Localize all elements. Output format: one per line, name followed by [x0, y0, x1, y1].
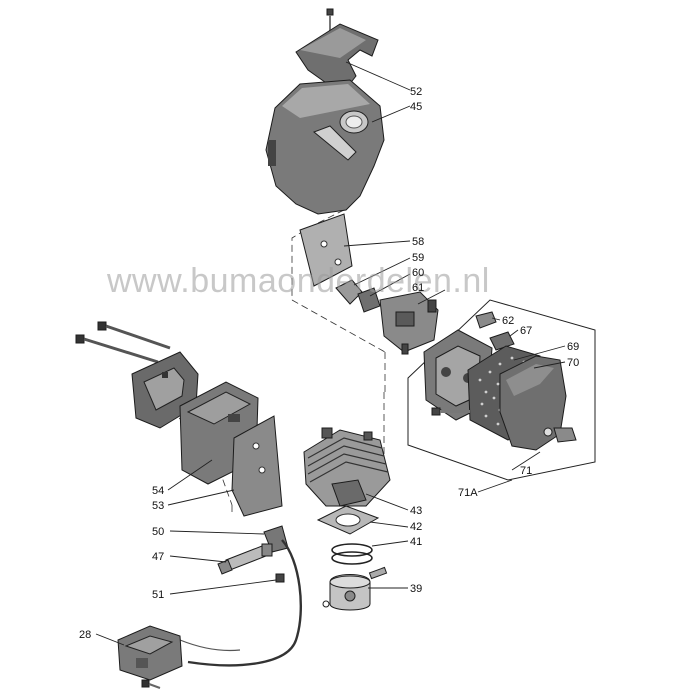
gasket-bore [335, 513, 361, 527]
muffler-bolts [75, 321, 171, 364]
piston-39 [322, 566, 388, 611]
callout-54: 54 [152, 485, 164, 497]
callout-47: 47 [152, 551, 164, 563]
callout-70: 70 [567, 357, 579, 369]
callout-67: 67 [520, 325, 532, 337]
callout-50: 50 [152, 526, 164, 538]
callout-53: 53 [152, 500, 164, 512]
cover-opening-inner [345, 115, 363, 129]
choke-shutter-67 [489, 331, 515, 351]
filter-screw [431, 407, 470, 416]
heat-shield-58 [299, 213, 353, 287]
ignition-cable [187, 539, 302, 667]
cylinder-cover-top [282, 84, 370, 118]
callout-28: 28 [79, 629, 91, 641]
carburetor-61 [379, 291, 439, 355]
heat-shield-hole [334, 258, 342, 266]
callout-62: 62 [502, 315, 514, 327]
callout-59: 59 [412, 252, 424, 264]
callout-41: 41 [410, 536, 422, 548]
cylinder-43 [303, 427, 391, 507]
callout-45: 45 [410, 101, 422, 113]
callout-51: 51 [152, 589, 164, 601]
callout-71a: 71A [458, 487, 478, 499]
callout-58: 58 [412, 236, 424, 248]
piston-ring-41 [331, 543, 373, 557]
muffler-plate-53 [231, 415, 283, 517]
cover-knob-71 [553, 427, 577, 443]
callout-60: 60 [412, 267, 424, 279]
cover-slot [313, 125, 357, 161]
heat-shield-hole [320, 240, 328, 248]
callout-61: 61 [412, 282, 424, 294]
spark-plug-47 [217, 543, 273, 575]
ignition-ground-wire [179, 639, 241, 652]
piston-ring-41 [331, 551, 373, 565]
choke-lever-62 [475, 311, 497, 329]
callout-39: 39 [410, 583, 422, 595]
callout-43: 43 [410, 505, 422, 517]
air-filter-kit-frame [407, 299, 596, 481]
callout-labels: 52 45 58 59 60 61 62 67 69 70 71 71A 54 … [79, 86, 579, 641]
callout-leader-lines [95, 61, 566, 646]
callout-71: 71 [520, 465, 532, 477]
ignition-module-28 [117, 625, 183, 689]
nut-51 [275, 573, 285, 583]
top-screw [326, 8, 334, 31]
watermark: www.bumaonderdelen.nl [106, 262, 490, 300]
callout-42: 42 [410, 521, 422, 533]
plate-hole [252, 442, 260, 450]
callout-52: 52 [410, 86, 422, 98]
callout-69: 69 [567, 341, 579, 353]
cover-side-vent [268, 140, 276, 166]
top-cap-highlight [300, 28, 366, 58]
plate-hole [258, 466, 266, 474]
